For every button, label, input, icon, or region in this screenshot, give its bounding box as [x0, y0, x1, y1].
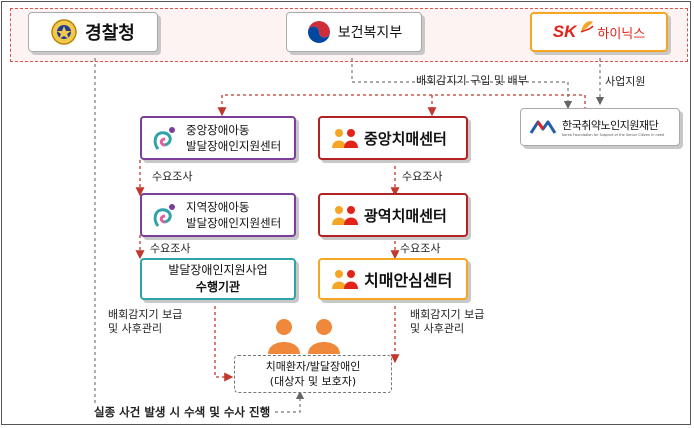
target-line1: 치매환자/발달장애인	[265, 360, 361, 373]
health-ministry-box: 보건복지부	[286, 12, 422, 52]
sk-hynix-name: 하이닉스	[597, 26, 646, 42]
central-dementia-label: 중앙치매센터	[364, 129, 447, 148]
foundation-label: 한국취약노인지원재단	[562, 119, 659, 132]
foundation-box: 한국취약노인지원재단 Korea Foundation for Support …	[520, 108, 680, 146]
sk-butterfly-icon	[581, 21, 594, 33]
dev-agency-line1: 발달장애인지원사업	[168, 263, 268, 277]
dev-agency-line2: 수행기관	[195, 280, 241, 294]
central-child-center-line1: 중앙장애아동	[186, 123, 250, 137]
left-supply-label-line1: 배회감지기 보급	[108, 308, 183, 321]
foundation-english-label: Korea Foundation for Support of the Seni…	[562, 133, 665, 137]
demand-survey-label-2: 수요조사	[150, 242, 191, 255]
target-box: 치매환자/발달장애인 (대상자 및 보호자)	[234, 355, 392, 393]
dementia-care-box: 치매안심센터	[318, 258, 468, 300]
purchase-distribute-label: 배회감지기 구입 및 배부	[416, 74, 528, 87]
demand-survey-label-1: 수요조사	[152, 170, 193, 183]
missing-search-label: 실종 사건 발생 시 수색 및 수사 진행	[92, 404, 273, 420]
regional-child-center-line2: 발달장애인지원센터	[186, 216, 282, 230]
dementia-care-label: 치매안심센터	[364, 271, 453, 290]
dev-agency-box: 발달장애인지원사업 수행기관	[140, 258, 296, 300]
left-supply-label-line2: 및 사후관리	[108, 322, 163, 335]
dementia-center-logo-icon	[332, 270, 358, 289]
dementia-center-logo-icon	[332, 129, 358, 148]
left-supply-line	[214, 300, 234, 382]
police-label: 경찰청	[85, 23, 135, 44]
regional-dementia-label: 광역치매센터	[364, 206, 447, 225]
regional-child-center-line1: 지역장애아동	[186, 200, 250, 214]
central-child-center-box: 중앙장애아동 발달장애인지원센터	[140, 116, 296, 160]
police-box: 경찰청	[28, 12, 158, 52]
people-icon	[268, 319, 340, 354]
regional-child-center-box: 지역장애아동 발달장애인지원센터	[140, 193, 296, 237]
distribute-line	[217, 94, 586, 117]
sk-logo-text: SK	[552, 22, 577, 41]
foundation-logo-icon	[529, 120, 557, 134]
police-emblem-icon	[51, 19, 77, 45]
demand-survey-label-4: 수요조사	[400, 242, 441, 255]
ribbon-logo-icon	[153, 127, 175, 150]
business-support-label: 사업지원	[605, 75, 646, 88]
central-dementia-box: 중앙치매센터	[318, 116, 468, 160]
right-supply-label-line2: 및 사후관리	[410, 322, 465, 335]
target-line2: (대상자 및 보호자)	[269, 375, 357, 388]
health-ministry-label: 보건복지부	[337, 25, 403, 41]
central-child-center-line2: 발달장애인지원센터	[186, 139, 282, 153]
right-supply-label-line1: 배회감지기 보급	[410, 308, 485, 321]
dementia-center-logo-icon	[332, 206, 358, 225]
taegeuk-logo-icon	[307, 21, 330, 43]
ribbon-logo-icon	[153, 204, 175, 227]
regional-dementia-box: 광역치매센터	[318, 193, 468, 237]
demand-survey-label-3: 수요조사	[402, 170, 443, 183]
sk-hynix-box: SK 하이닉스	[530, 12, 668, 52]
